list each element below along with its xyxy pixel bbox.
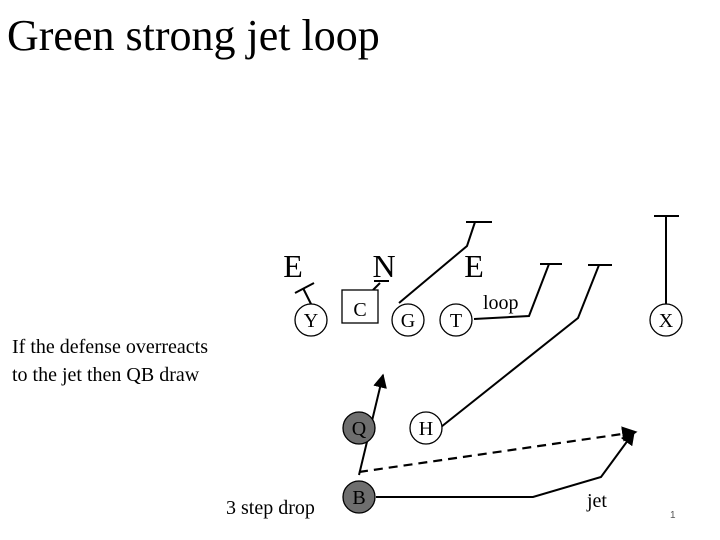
route-h-block — [440, 264, 600, 428]
route-guard-pull — [398, 221, 476, 304]
label-jet: jet — [586, 490, 607, 512]
player-quarterback-label: Q — [352, 418, 367, 440]
defender-end-right: E — [464, 248, 484, 284]
player-x-label: X — [659, 310, 674, 332]
player-back: B — [342, 480, 376, 514]
note-line-2: to the jet then QB draw — [12, 364, 200, 386]
player-tackle: T — [439, 303, 473, 337]
defender-nose: N — [372, 248, 395, 284]
player-quarterback: Q — [342, 411, 376, 445]
route-qb-draw-alternate — [358, 426, 638, 474]
label-loop: loop — [483, 292, 519, 314]
player-x: X — [649, 303, 683, 337]
play-note: If the defense overreacts to the jet the… — [12, 333, 208, 389]
block-y-on-end — [294, 282, 315, 305]
player-h-label: H — [419, 418, 433, 440]
slide-number: 1 — [670, 510, 676, 521]
player-y-label: Y — [304, 310, 318, 332]
player-guard: G — [391, 303, 425, 337]
player-center-label: C — [353, 299, 366, 321]
defender-end-left: E — [283, 248, 303, 284]
label-three-step-drop: 3 step drop — [226, 497, 315, 519]
route-tackle-loop — [473, 263, 550, 320]
player-center: C — [341, 289, 379, 324]
player-y: Y — [294, 303, 328, 337]
block-center-on-nose — [372, 280, 389, 291]
player-tackle-label: T — [450, 310, 462, 332]
player-back-label: B — [352, 487, 365, 509]
route-jet-motion — [376, 430, 635, 498]
player-h: H — [409, 411, 443, 445]
slide-title: Green strong jet loop — [7, 11, 380, 60]
player-guard-label: G — [401, 310, 415, 332]
note-line-1: If the defense overreacts — [12, 336, 208, 358]
